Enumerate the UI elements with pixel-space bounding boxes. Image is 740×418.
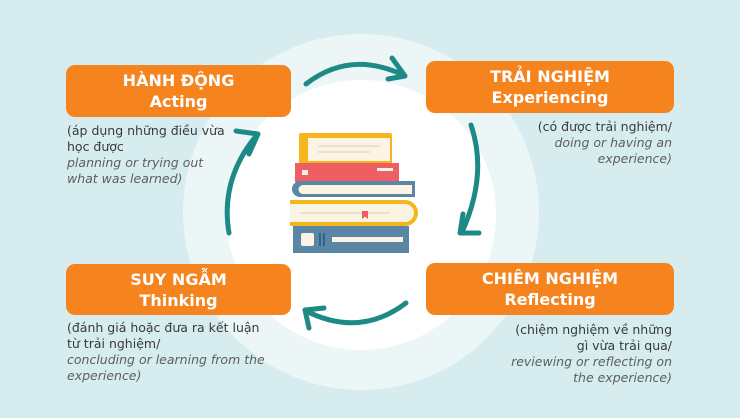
stage-title-en: Experiencing <box>491 88 609 107</box>
arrow-head-icon <box>457 211 482 236</box>
desc-vi: (áp dụng những điều vừa học được <box>67 123 225 154</box>
desc-en: planning or trying out what was learned) <box>67 155 204 186</box>
arrow-head-icon <box>385 55 408 82</box>
arrow-head-icon <box>302 305 327 331</box>
arrow-acting-to-experiencing <box>303 61 406 87</box>
stage-title-vi: SUY NGẪM <box>130 269 227 289</box>
stage-box-acting: HÀNH ĐỘNG Acting <box>66 65 291 117</box>
stage-desc-acting: (áp dụng những điều vừa học được plannin… <box>67 123 237 187</box>
arrow-thinking-to-acting <box>224 133 259 236</box>
stage-box-reflecting: CHIÊM NGHIỆM Reflecting <box>426 263 674 315</box>
desc-vi: (đánh giá hoặc đưa ra kết luận từ trải n… <box>67 320 260 351</box>
stage-title-en: Reflecting <box>504 290 596 309</box>
stage-box-thinking: SUY NGẪM Thinking <box>66 264 291 315</box>
stack-of-books-icon <box>290 133 418 253</box>
stage-desc-reflecting: (chiệm nghiệm về những gì vừa trải qua/ … <box>510 322 672 386</box>
desc-vi: (chiệm nghiệm về những gì vừa trải qua/ <box>515 322 672 353</box>
stage-box-experiencing: TRẢI NGHIỆM Experiencing <box>426 61 674 113</box>
desc-vi: (có được trải nghiệm/ <box>537 119 672 134</box>
stage-title-vi: TRẢI NGHIỆM <box>490 67 610 86</box>
stage-desc-thinking: (đánh giá hoặc đưa ra kết luận từ trải n… <box>67 320 272 384</box>
desc-en: reviewing or reflecting on the experienc… <box>511 354 672 385</box>
stage-title-en: Acting <box>149 92 208 111</box>
stage-title-vi: HÀNH ĐỘNG <box>122 71 235 90</box>
stage-title-en: Thinking <box>139 290 218 310</box>
desc-en: doing or having an experience) <box>554 135 672 166</box>
desc-en: concluding or learning from the experien… <box>67 352 265 383</box>
arrow-experiencing-to-reflecting <box>459 122 481 235</box>
arrow-head-icon <box>233 128 261 157</box>
stage-title-vi: CHIÊM NGHIỆM <box>481 269 619 288</box>
arrow-reflecting-to-thinking <box>303 300 409 326</box>
stage-desc-experiencing: (có được trải nghiệm/ doing or having an… <box>500 119 672 167</box>
